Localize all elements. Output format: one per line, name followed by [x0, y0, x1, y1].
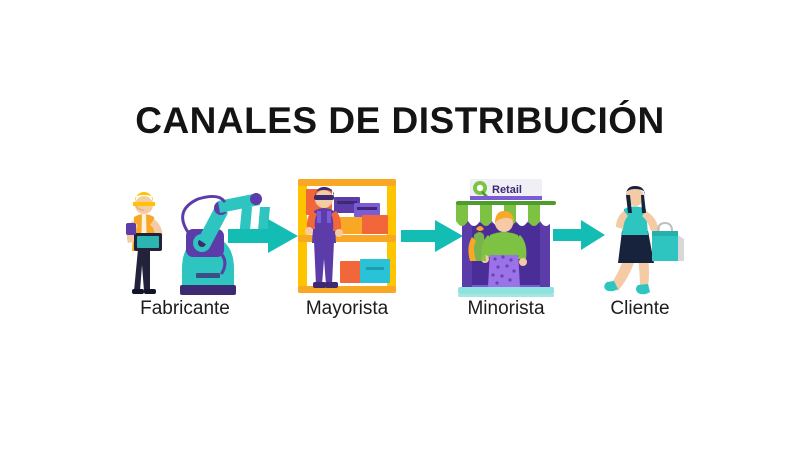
arrow-mayorista-minorista [401, 219, 463, 253]
stage-mayorista[interactable]: Mayorista [292, 165, 402, 319]
page-title: CANALES DE DISTRIBUCIÓN [135, 100, 665, 141]
arrow-fabricante-mayorista [228, 219, 298, 253]
arrow-minorista-cliente [553, 219, 605, 253]
stage-fabricante[interactable]: Fabricante [120, 165, 270, 319]
stage-minorista[interactable]: Retail [450, 165, 562, 319]
stage-cliente[interactable]: Cliente [590, 165, 690, 319]
factory-robot-worker-icon [120, 177, 270, 295]
stage-label-mayorista: Mayorista [305, 298, 389, 319]
distribution-flow: Fabricante [120, 165, 690, 319]
retail-storefront-icon: Retail [450, 177, 562, 297]
stage-label-fabricante: Fabricante [140, 298, 230, 319]
retail-sign-text: Retail [492, 184, 522, 196]
worker-figure [126, 192, 163, 294]
shopper-customer-icon [590, 177, 690, 295]
stage-label-minorista: Minorista [467, 298, 545, 319]
stage-label-cliente: Cliente [610, 298, 670, 319]
warehouse-shelf-worker-icon [292, 177, 402, 295]
